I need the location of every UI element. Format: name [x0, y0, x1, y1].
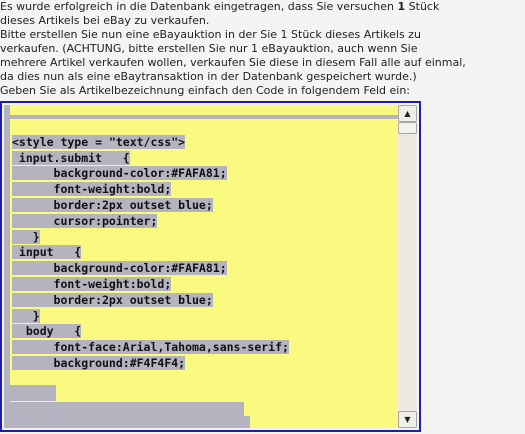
code-line: border:2px outset blue; [12, 197, 213, 212]
code-line: background-color:#FAFA81; [12, 261, 227, 276]
triangle-down-icon: ▼ [404, 415, 411, 424]
code-line: input { [12, 245, 82, 260]
code-line: background-color:#FAFA81; [12, 166, 227, 181]
intro-line-4: verkaufen. (ACHTUNG, bitte erstellen Sie… [0, 42, 418, 55]
vertical-scrollbar[interactable]: ▲ ▼ [398, 105, 417, 428]
code-lines: <style type = "text/css"> input.submit {… [12, 119, 398, 372]
selection-bottom-block [4, 402, 244, 416]
selection-top-block [4, 115, 398, 119]
code-line [12, 119, 398, 135]
intro-line-3: Bitte erstellen Sie nun eine eBayauktion… [0, 28, 421, 41]
code-line: <style type = "text/css"> [12, 134, 186, 149]
intro-line-6: da dies nun als eine eBaytransaktion in … [0, 70, 417, 83]
code-field-frame: <style type = "text/css"> input.submit {… [0, 101, 421, 432]
triangle-up-icon: ▲ [404, 109, 411, 118]
code-line: input.submit { [12, 150, 130, 165]
intro-line-7: Geben Sie als Artikelbezeichnung einfach… [0, 84, 411, 97]
code-line: } [12, 308, 40, 323]
intro-line-5: mehrere Artikel verkaufen wollen, verkau… [0, 56, 466, 69]
intro-line-1: Es wurde erfolgreich in die Datenbank ei… [0, 0, 440, 13]
code-line: body { [12, 324, 82, 339]
code-line: font-face:Arial,Tahoma,sans-serif; [12, 340, 289, 355]
code-line: font-weight:bold; [12, 182, 172, 197]
selection-left-margin [4, 105, 10, 428]
intro-line-2: dieses Artikels bei eBay zu verkaufen. [0, 14, 210, 27]
code-line: font-weight:bold; [12, 276, 172, 291]
selection-bottom-block-2 [4, 416, 250, 428]
code-textarea[interactable]: <style type = "text/css"> input.submit {… [4, 105, 398, 428]
code-line: cursor:pointer; [12, 213, 158, 228]
scroll-thumb[interactable] [398, 122, 417, 134]
scroll-down-button[interactable]: ▼ [398, 411, 417, 428]
scroll-up-button[interactable]: ▲ [398, 105, 417, 122]
code-line: } [12, 229, 40, 244]
code-line: border:2px outset blue; [12, 292, 213, 307]
selection-stub-1 [4, 385, 56, 401]
code-line: background:#F4F4F4; [12, 355, 186, 370]
intro-text: Es wurde erfolgreich in die Datenbank ei… [0, 0, 525, 98]
